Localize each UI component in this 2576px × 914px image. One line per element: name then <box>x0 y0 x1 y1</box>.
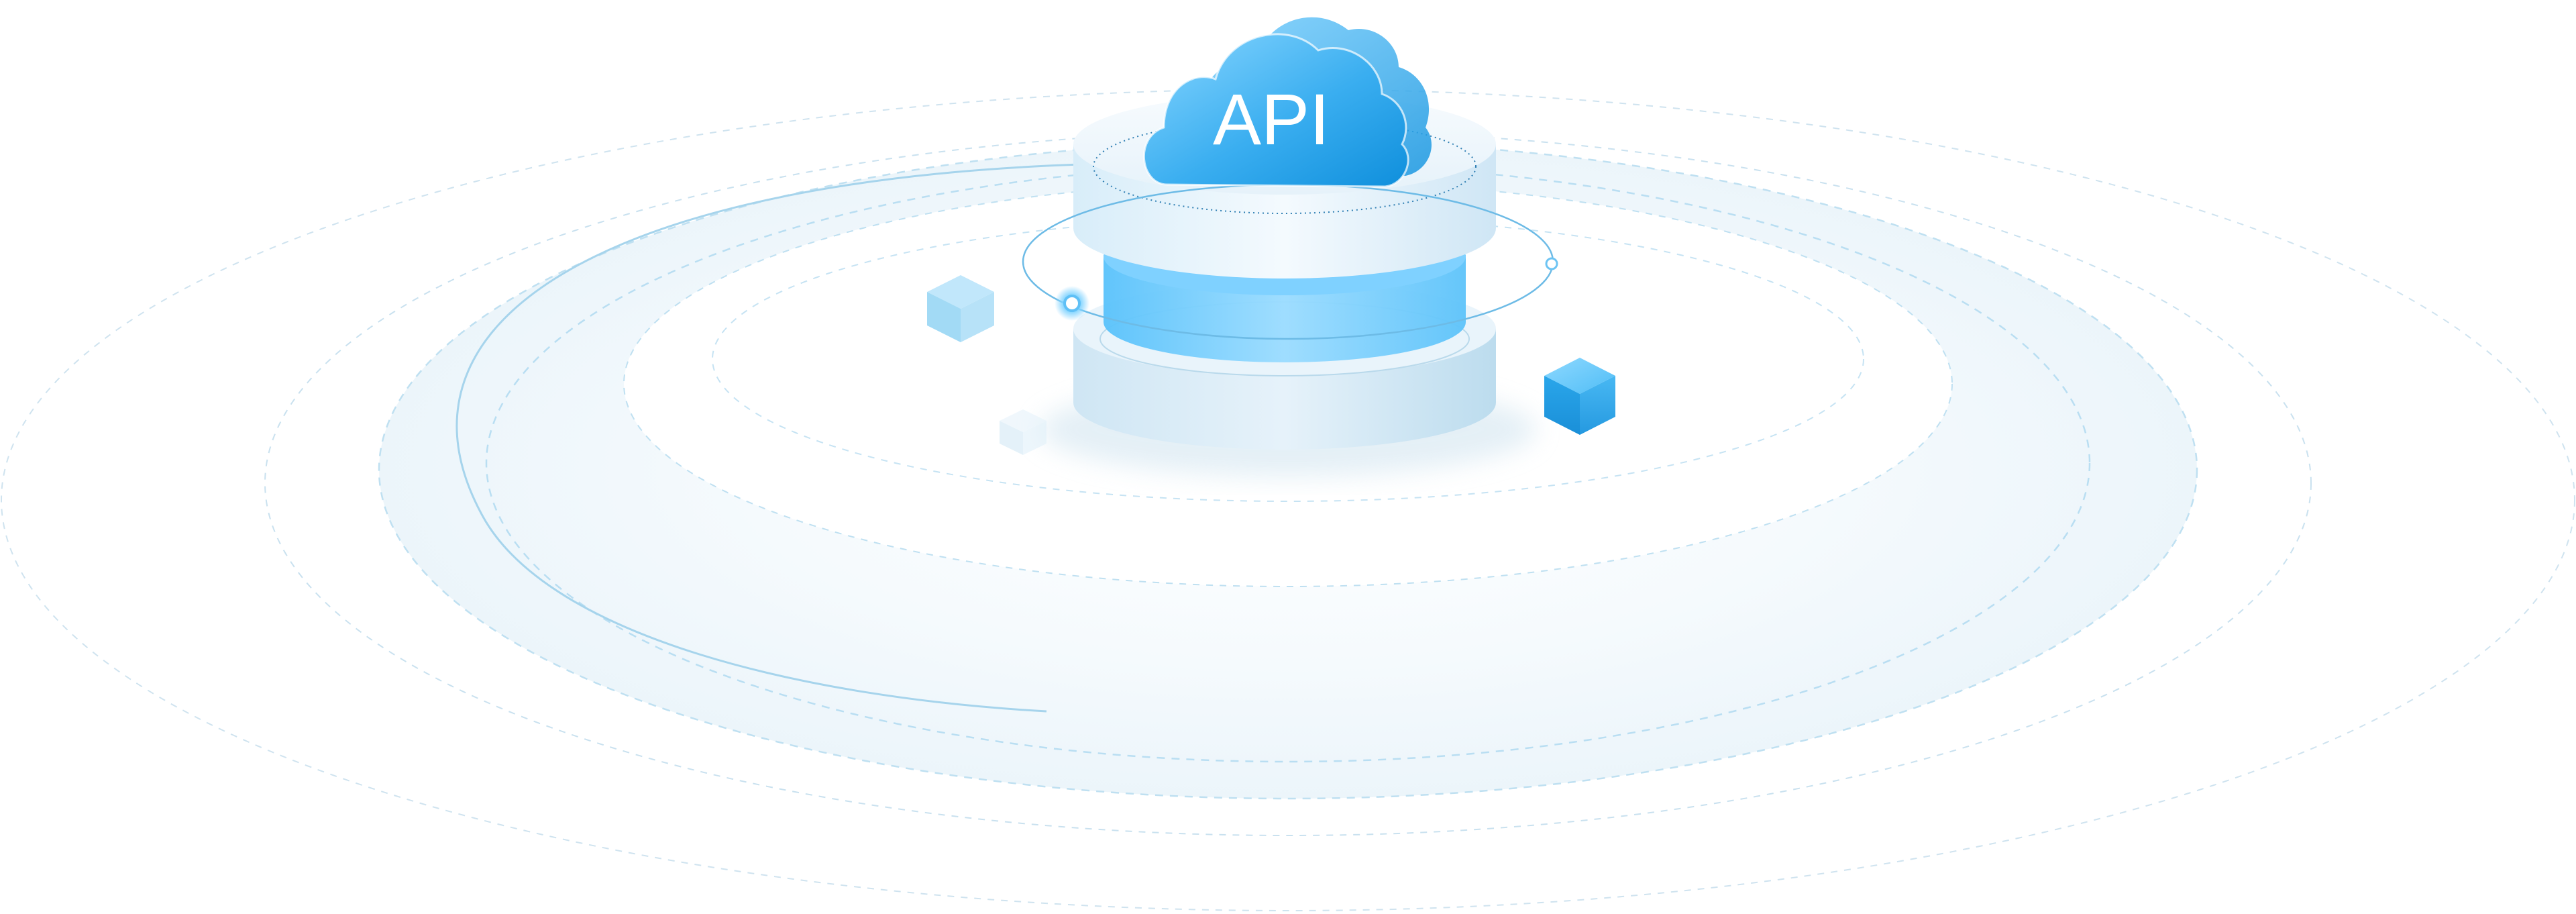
cube-icon-left <box>927 275 994 342</box>
cube-icon-small <box>1000 409 1046 455</box>
api-label: API <box>1213 79 1330 160</box>
orbit-dot-small <box>1545 257 1558 270</box>
cloud-icon: API <box>1142 17 1432 188</box>
cube-icon-right <box>1544 358 1615 435</box>
